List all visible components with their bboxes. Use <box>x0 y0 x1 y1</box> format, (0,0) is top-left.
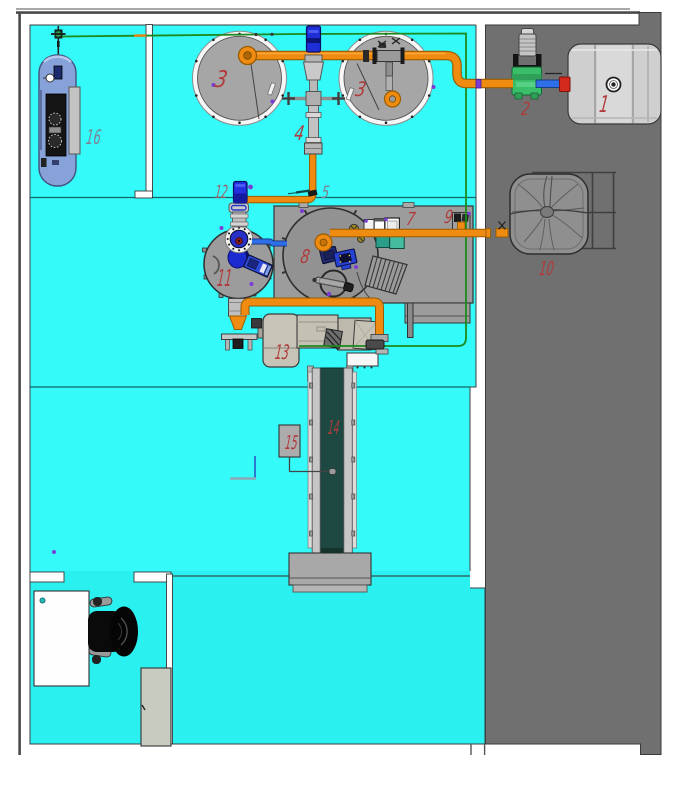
conveyor-frame-right <box>343 367 353 554</box>
platform-leg <box>407 302 414 338</box>
office-desk <box>33 590 90 687</box>
tank3-left-bolts <box>195 32 285 124</box>
fitting-red <box>559 76 571 92</box>
conveyor-14 <box>288 365 372 593</box>
desk-cup <box>39 597 46 604</box>
tank11-funnel <box>228 315 248 330</box>
pipe-blue-pump <box>535 79 563 88</box>
pump-2 <box>511 28 542 100</box>
interior-walls <box>29 24 486 755</box>
platform-grate <box>356 255 408 301</box>
tank8-manhole <box>312 269 354 298</box>
conveyor-base <box>288 552 372 586</box>
storage-tank-3-left <box>192 30 287 126</box>
decanter-gearbox <box>323 328 344 351</box>
agitator-12 <box>228 180 249 228</box>
tank8-motor-2 <box>333 248 358 271</box>
office-chair <box>88 596 138 664</box>
conveyor-belt <box>319 367 345 554</box>
gas-line-green <box>61 32 467 347</box>
tank3-right-manifold <box>363 37 405 77</box>
boiler-plate <box>68 86 81 155</box>
tank11-hose <box>212 255 220 275</box>
agitator-valve-right <box>332 92 345 105</box>
pipe-blue-11 <box>252 239 287 246</box>
bag-creases <box>511 183 585 251</box>
decanter-13 <box>257 313 389 369</box>
pipe-tank3-header <box>247 50 513 89</box>
receiver-tank-1 <box>567 43 662 125</box>
office <box>33 590 172 747</box>
boiler-16 <box>38 26 81 187</box>
wall-office-top-right <box>133 571 172 583</box>
pipe-11-to-13 <box>240 297 389 350</box>
tank11-pump <box>242 253 274 279</box>
agitator-valve-left <box>282 92 295 105</box>
dosing-units-7 <box>363 217 405 249</box>
wall-room16 <box>145 24 153 192</box>
tank11-stand <box>221 333 258 351</box>
office-door <box>140 667 172 747</box>
control-box-15 <box>278 424 337 475</box>
wall-office-top-left <box>29 571 65 583</box>
wall-room16-foot <box>134 190 153 199</box>
conveyor-bolts <box>309 382 356 537</box>
decanter-skid <box>346 352 379 367</box>
building-border <box>16 8 640 755</box>
reference-dots <box>52 83 471 554</box>
agitator-4 <box>282 25 345 155</box>
process-pipes <box>237 37 571 350</box>
axis-marker <box>230 456 256 480</box>
big-bag-10 <box>509 171 616 255</box>
boiler-valve <box>51 29 66 47</box>
pipe-tank8-feed <box>314 221 509 252</box>
conveyor-frame-left <box>311 367 321 554</box>
